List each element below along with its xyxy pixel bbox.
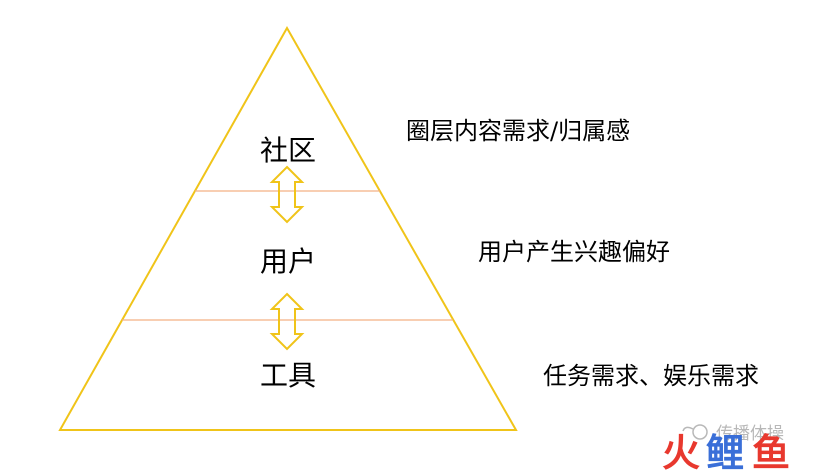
tier-description-community: 圈层内容需求/归属感 xyxy=(406,117,630,145)
tier-label-user: 用户 xyxy=(260,245,316,278)
tier-label-tool: 工具 xyxy=(260,359,316,392)
tier-description-tool: 任务需求、娱乐需求 xyxy=(543,362,759,390)
watermark-brand-char: 鱼 xyxy=(752,431,790,470)
tier-label-community: 社区 xyxy=(260,134,316,167)
tier-description-user: 用户产生兴趣偏好 xyxy=(478,238,670,266)
watermark-text: 传播体操 xyxy=(716,424,784,444)
double-arrow-icon xyxy=(269,292,305,351)
watermark-brand-char: 鲤 xyxy=(706,431,744,470)
fish-logo-icon xyxy=(682,424,708,440)
watermark-brand-char: 火 xyxy=(662,431,700,470)
watermark: 传播体操 火 鲤 鱼 xyxy=(662,424,790,470)
pyramid-outline xyxy=(58,25,518,431)
double-arrow-icon xyxy=(269,165,305,224)
